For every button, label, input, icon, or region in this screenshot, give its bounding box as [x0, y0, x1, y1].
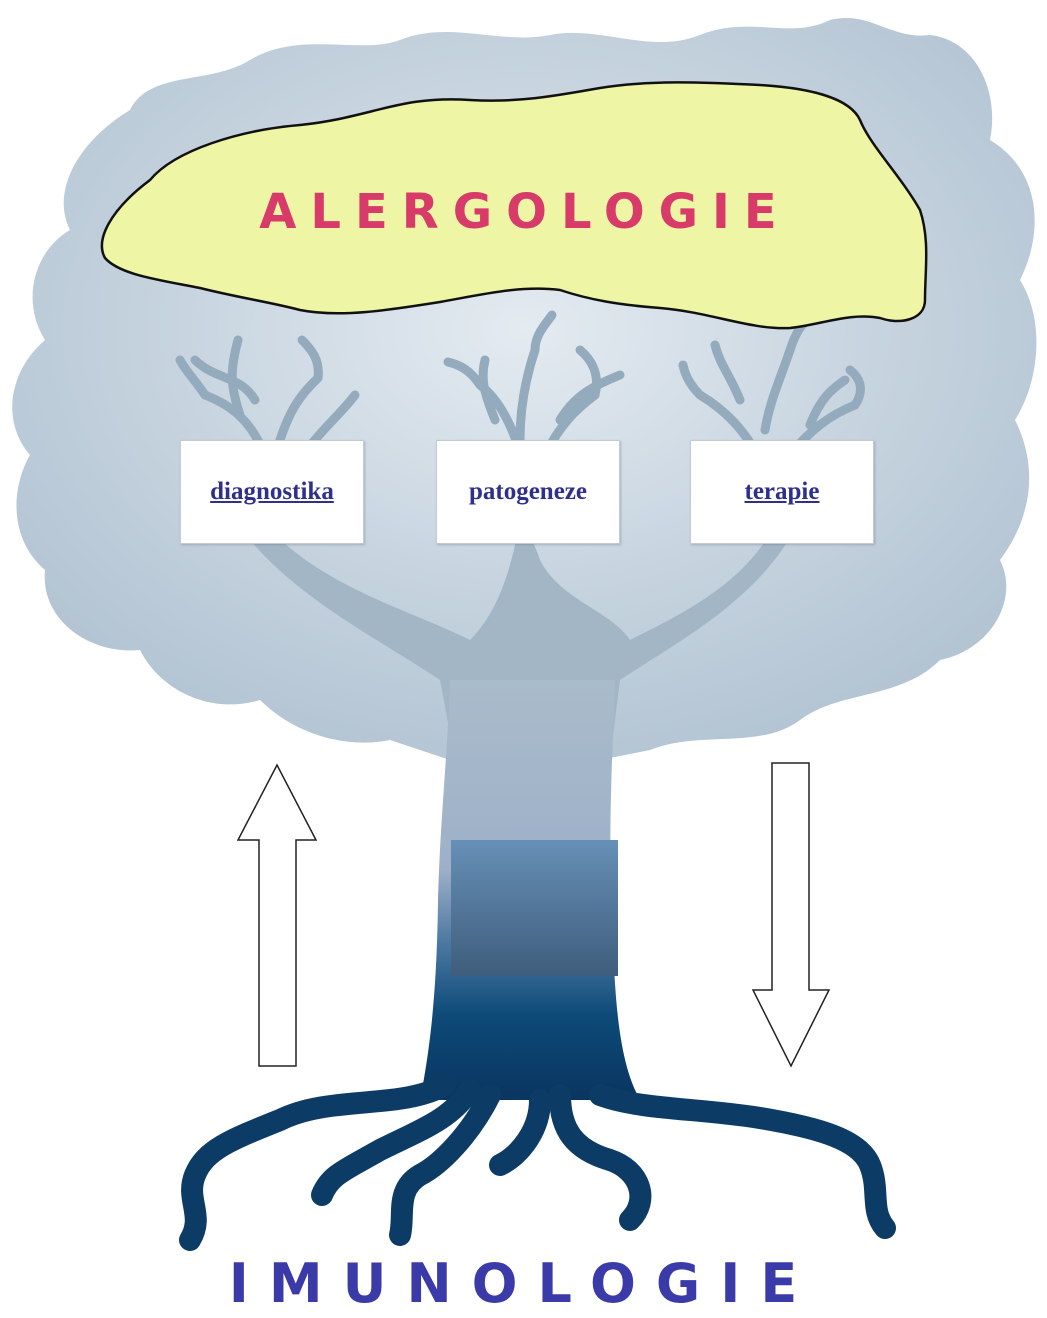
diagnostika-box[interactable]: diagnostika — [180, 440, 364, 544]
diagnostika-link[interactable]: diagnostika — [210, 478, 334, 506]
patogeneze-box: patogeneze — [436, 440, 620, 544]
terapie-link[interactable]: terapie — [745, 478, 820, 506]
trunk-band — [451, 840, 618, 976]
terapie-box[interactable]: terapie — [690, 440, 874, 544]
alergologie-title: ALERGOLOGIE — [259, 184, 790, 240]
imunologie-title: IMUNOLOGIE — [229, 1252, 817, 1315]
patogeneze-label: patogeneze — [469, 478, 587, 506]
arrow-down-icon — [753, 763, 829, 1066]
arrow-up-icon — [238, 765, 316, 1066]
tree-roots — [190, 1085, 885, 1240]
